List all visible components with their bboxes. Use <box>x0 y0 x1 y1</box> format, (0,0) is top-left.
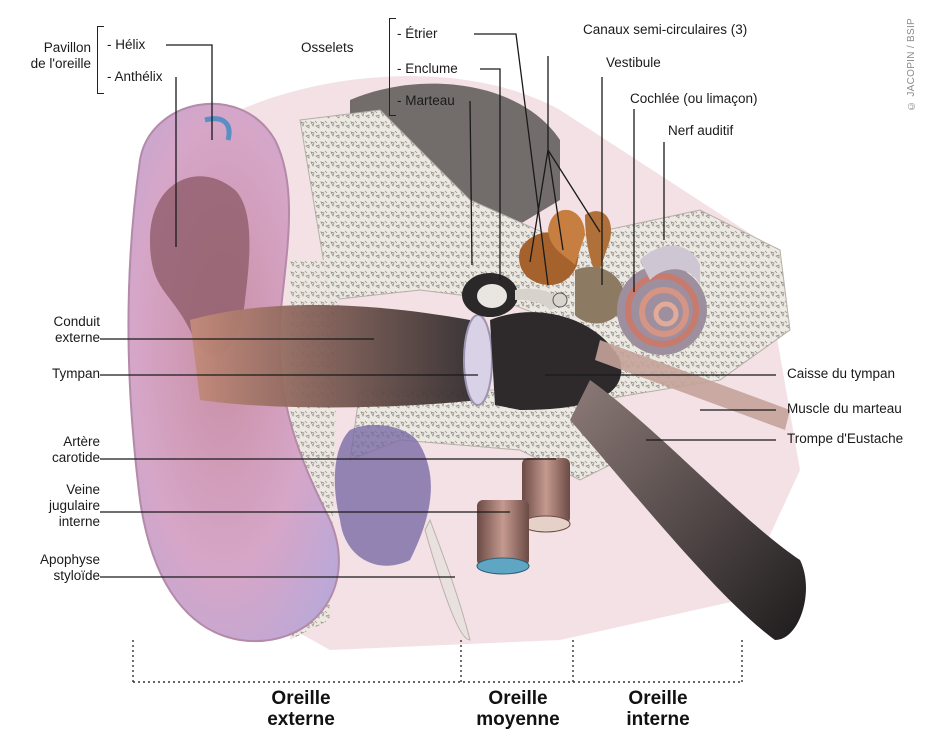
label-canaux: Canaux semi-circulaires (3) <box>583 22 747 38</box>
carotid-artery <box>522 458 570 524</box>
label-veine-line2: jugulaire <box>49 498 100 514</box>
label-tympan: Tympan <box>52 366 100 382</box>
label-marteau: - Marteau <box>397 93 455 109</box>
label-helix: - Hélix <box>107 37 145 53</box>
external-canal <box>190 305 480 408</box>
section-externe: Oreille externe <box>236 688 366 730</box>
label-pavillon: Pavillon de l'oreille <box>31 40 91 72</box>
pavillon-bracket <box>97 26 104 94</box>
label-conduit: Conduit externe <box>53 314 100 346</box>
label-veine-line1: Veine <box>49 482 100 498</box>
label-caisse: Caisse du tympan <box>787 366 895 382</box>
label-apophyse-line1: Apophyse <box>40 552 100 568</box>
label-artere: Artère carotide <box>52 434 100 466</box>
label-apophyse-line2: styloïde <box>40 568 100 584</box>
label-veine: Veine jugulaire interne <box>49 482 100 530</box>
jugular-vein <box>477 500 529 566</box>
section-externe-line1: Oreille <box>236 688 366 709</box>
label-conduit-line2: externe <box>53 330 100 346</box>
section-interne-line1: Oreille <box>598 688 718 709</box>
label-apophyse: Apophyse styloïde <box>40 552 100 584</box>
label-pavillon-line2: de l'oreille <box>31 56 91 72</box>
label-nerf: Nerf auditif <box>668 123 733 139</box>
label-enclume: - Enclume <box>397 61 458 77</box>
label-artere-line2: carotide <box>52 450 100 466</box>
tympanic-membrane <box>464 315 492 405</box>
parotid-region <box>335 425 431 566</box>
label-artere-line1: Artère <box>52 434 100 450</box>
section-externe-line2: externe <box>236 709 366 730</box>
section-moyenne-line2: moyenne <box>458 709 578 730</box>
label-etrier: - Étrier <box>397 26 438 42</box>
osselets-bracket <box>389 18 396 116</box>
malleus-highlight <box>477 284 507 308</box>
label-pavillon-line1: Pavillon <box>31 40 91 56</box>
section-interne: Oreille interne <box>598 688 718 730</box>
carotid-lumen <box>522 516 570 532</box>
label-vestibule: Vestibule <box>606 55 661 71</box>
stapes <box>553 293 567 307</box>
section-moyenne: Oreille moyenne <box>458 688 578 730</box>
label-conduit-line1: Conduit <box>53 314 100 330</box>
label-anthelix: - Anthélix <box>107 69 163 85</box>
label-veine-line3: interne <box>49 514 100 530</box>
photo-credit: © JACOPIN / BSIP <box>906 18 917 111</box>
label-cochlee: Cochlée (ou limaçon) <box>630 91 758 107</box>
section-interne-line2: interne <box>598 709 718 730</box>
label-trompe: Trompe d'Eustache <box>787 431 903 447</box>
section-divider <box>133 640 742 682</box>
jugular-lumen <box>477 558 529 574</box>
section-moyenne-line1: Oreille <box>458 688 578 709</box>
label-osselets: Osselets <box>301 40 354 56</box>
label-muscle: Muscle du marteau <box>787 401 902 417</box>
